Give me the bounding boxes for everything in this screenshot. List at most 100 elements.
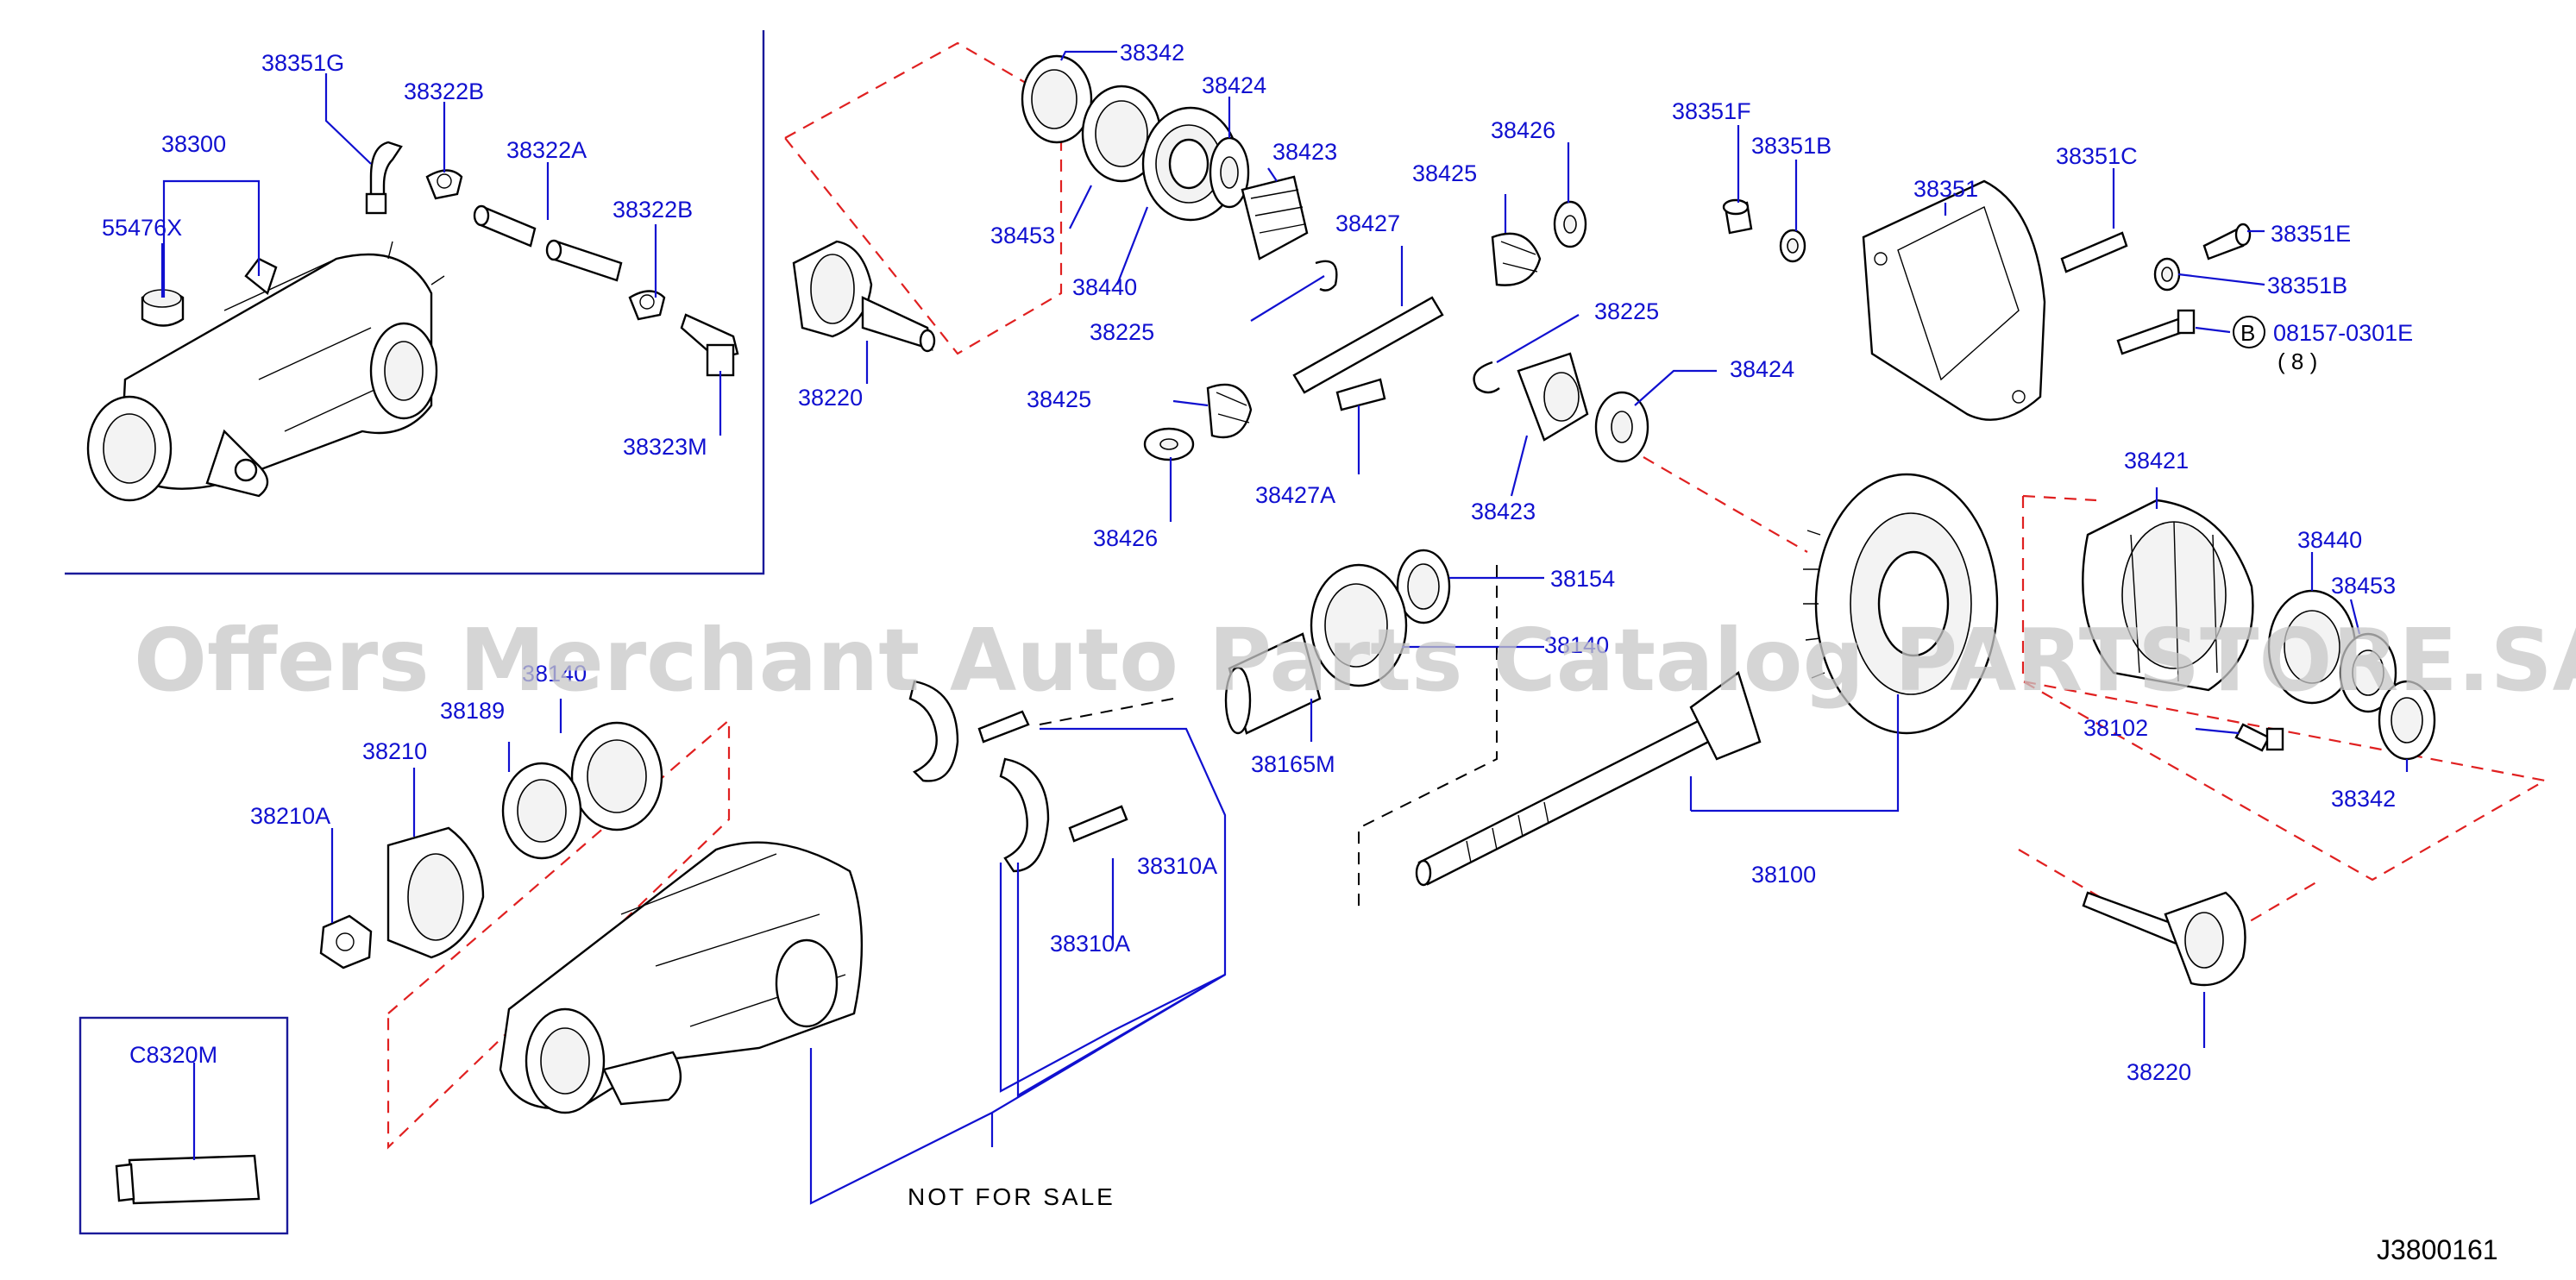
callout-38323M: 38323M bbox=[623, 434, 707, 460]
callout-38220-right: 38220 bbox=[2127, 1059, 2191, 1085]
callout-38453: 38453 bbox=[990, 223, 1055, 248]
callout-38426-right: 38426 bbox=[1491, 117, 1555, 143]
nut-38210A-icon bbox=[319, 914, 373, 969]
callout-38424-right: 38424 bbox=[1730, 356, 1794, 382]
diff-carrier-assembly-icon bbox=[86, 241, 445, 502]
breather-38351G-icon bbox=[365, 141, 403, 215]
spacer-38165M-icon bbox=[1224, 632, 1322, 735]
explode-guide-cap bbox=[1039, 698, 1174, 725]
bearing-38440-right-icon bbox=[2267, 589, 2357, 705]
callout-38154: 38154 bbox=[1550, 566, 1615, 592]
callout-38322A: 38322A bbox=[506, 137, 587, 163]
callout-55476X: 55476X bbox=[102, 215, 182, 241]
pinion-gear-38425-left-icon bbox=[1206, 383, 1253, 439]
callout-38351F: 38351F bbox=[1672, 98, 1751, 124]
bearing-38342-right-icon bbox=[2378, 680, 2436, 761]
drive-pinion-38100-icon bbox=[1415, 671, 1762, 887]
seal-38453-icon bbox=[1081, 85, 1162, 183]
callout-38342-right: 38342 bbox=[2331, 786, 2396, 812]
callout-38100: 38100 bbox=[1751, 862, 1816, 888]
rear-cover-38351-icon bbox=[1862, 179, 2046, 421]
callout-38421: 38421 bbox=[2124, 448, 2189, 474]
callout-38423: 38423 bbox=[1272, 139, 1337, 165]
carrier-housing-icon bbox=[499, 841, 864, 1114]
sealant-tube-C8320M-icon bbox=[79, 1016, 289, 1235]
callout-38351C: 38351C bbox=[2056, 143, 2138, 169]
ring-gear-38100-icon bbox=[1803, 473, 1999, 735]
callout-38342: 38342 bbox=[1120, 40, 1184, 66]
callout-38140-partial: 38140 bbox=[1544, 632, 1609, 658]
bearing-cap-38310A-upper-icon bbox=[908, 680, 1030, 782]
bearing-38140-icon bbox=[1310, 563, 1408, 687]
companion-flange-38220-icon bbox=[792, 240, 936, 353]
plug-38351E-icon bbox=[2202, 223, 2252, 260]
washer-38424-right-icon bbox=[1594, 391, 1649, 463]
snap-ring-38225-right-icon bbox=[1473, 361, 1500, 394]
snap-ring-38225-icon bbox=[1315, 260, 1338, 292]
plug-38351F-icon bbox=[1722, 198, 1753, 235]
callout-38220: 38220 bbox=[798, 385, 863, 411]
callout-38322B-lower: 38322B bbox=[613, 197, 693, 223]
clip-38322B-icon bbox=[425, 169, 463, 200]
callout-38351: 38351 bbox=[1913, 176, 1978, 202]
callout-38425-left: 38425 bbox=[1027, 386, 1091, 412]
callout-38440-right: 38440 bbox=[2297, 527, 2362, 553]
gasket-38351B-icon bbox=[1779, 229, 1806, 263]
stud-38351C-icon bbox=[2060, 231, 2128, 273]
explode-guide-pinion bbox=[1358, 565, 1498, 910]
callout-38322B: 38322B bbox=[404, 78, 484, 104]
callout-38210: 38210 bbox=[362, 738, 427, 764]
callout-38310A-upper: 38310A bbox=[1137, 853, 1217, 879]
watermark-text: Offers Merchant Auto Parts Catalog PARTS… bbox=[134, 610, 2576, 711]
callout-38140-left: 38140 bbox=[522, 661, 587, 687]
callout-38426-left: 38426 bbox=[1093, 525, 1158, 551]
washer-38426-right-icon bbox=[1553, 200, 1587, 248]
hose-38322A-icon bbox=[473, 204, 623, 282]
seal-38453-right-icon bbox=[2339, 632, 2397, 713]
callout-38225: 38225 bbox=[1090, 319, 1154, 345]
pinion-gear-38425-right-icon bbox=[1491, 232, 1542, 286]
gear-38423-icon bbox=[1241, 175, 1309, 260]
callout-38423-mid: 38423 bbox=[1471, 499, 1536, 524]
explode-guide-ring bbox=[1643, 456, 1808, 553]
callout-38424: 38424 bbox=[1202, 72, 1266, 98]
bearing-cap-38310A-lower-icon bbox=[999, 757, 1128, 873]
explode-guide-right-2 bbox=[2022, 494, 2097, 502]
callout-38351B: 38351B bbox=[1751, 133, 1831, 159]
seal-55476X-icon bbox=[141, 289, 185, 327]
seal-38189-icon bbox=[501, 762, 582, 860]
callout-38189: 38189 bbox=[440, 698, 505, 724]
callout-38102: 38102 bbox=[2083, 715, 2148, 741]
explode-guide-flange-right bbox=[2018, 849, 2322, 955]
callout-38310A-lower: 38310A bbox=[1050, 931, 1130, 957]
callout-38427A: 38427A bbox=[1255, 482, 1335, 508]
callout-38351B-right: 38351B bbox=[2267, 273, 2347, 298]
callout-38440: 38440 bbox=[1072, 274, 1137, 300]
clip-38322B-lower-icon bbox=[628, 290, 666, 321]
diagram-id: J3800161 bbox=[2377, 1234, 2498, 1265]
bolt-quantity: ( 8 ) bbox=[2278, 348, 2317, 374]
bolt-08157-icon bbox=[2116, 309, 2196, 355]
side-gear-38423-icon bbox=[1517, 352, 1589, 442]
inset-frame bbox=[65, 30, 765, 575]
not-for-sale-note: NOT FOR SALE bbox=[908, 1183, 1115, 1210]
callout-38165M: 38165M bbox=[1251, 751, 1335, 777]
callout-08157-0301E: 08157-0301E bbox=[2273, 320, 2413, 346]
gasket-38351B-right-icon bbox=[2153, 257, 2181, 292]
callout-38351E: 38351E bbox=[2271, 221, 2351, 247]
callout-38210A: 38210A bbox=[250, 803, 330, 829]
sealant-frame bbox=[79, 1016, 289, 1235]
callout-C8320M: C8320M bbox=[129, 1042, 217, 1068]
diff-case-38421-icon bbox=[2082, 499, 2254, 692]
pin-38427A-icon bbox=[1335, 378, 1386, 411]
callout-38425-right: 38425 bbox=[1412, 160, 1477, 186]
washer-38426-left-icon bbox=[1143, 427, 1195, 461]
explode-guide-top bbox=[784, 41, 1063, 355]
flange-38210-icon bbox=[386, 826, 485, 959]
bolt-circle-marker bbox=[2233, 316, 2265, 348]
leader-lines bbox=[160, 50, 2409, 1205]
callout-38300: 38300 bbox=[161, 131, 226, 157]
bearing-38342-icon bbox=[1021, 54, 1093, 144]
callout-38225-right: 38225 bbox=[1594, 298, 1659, 324]
